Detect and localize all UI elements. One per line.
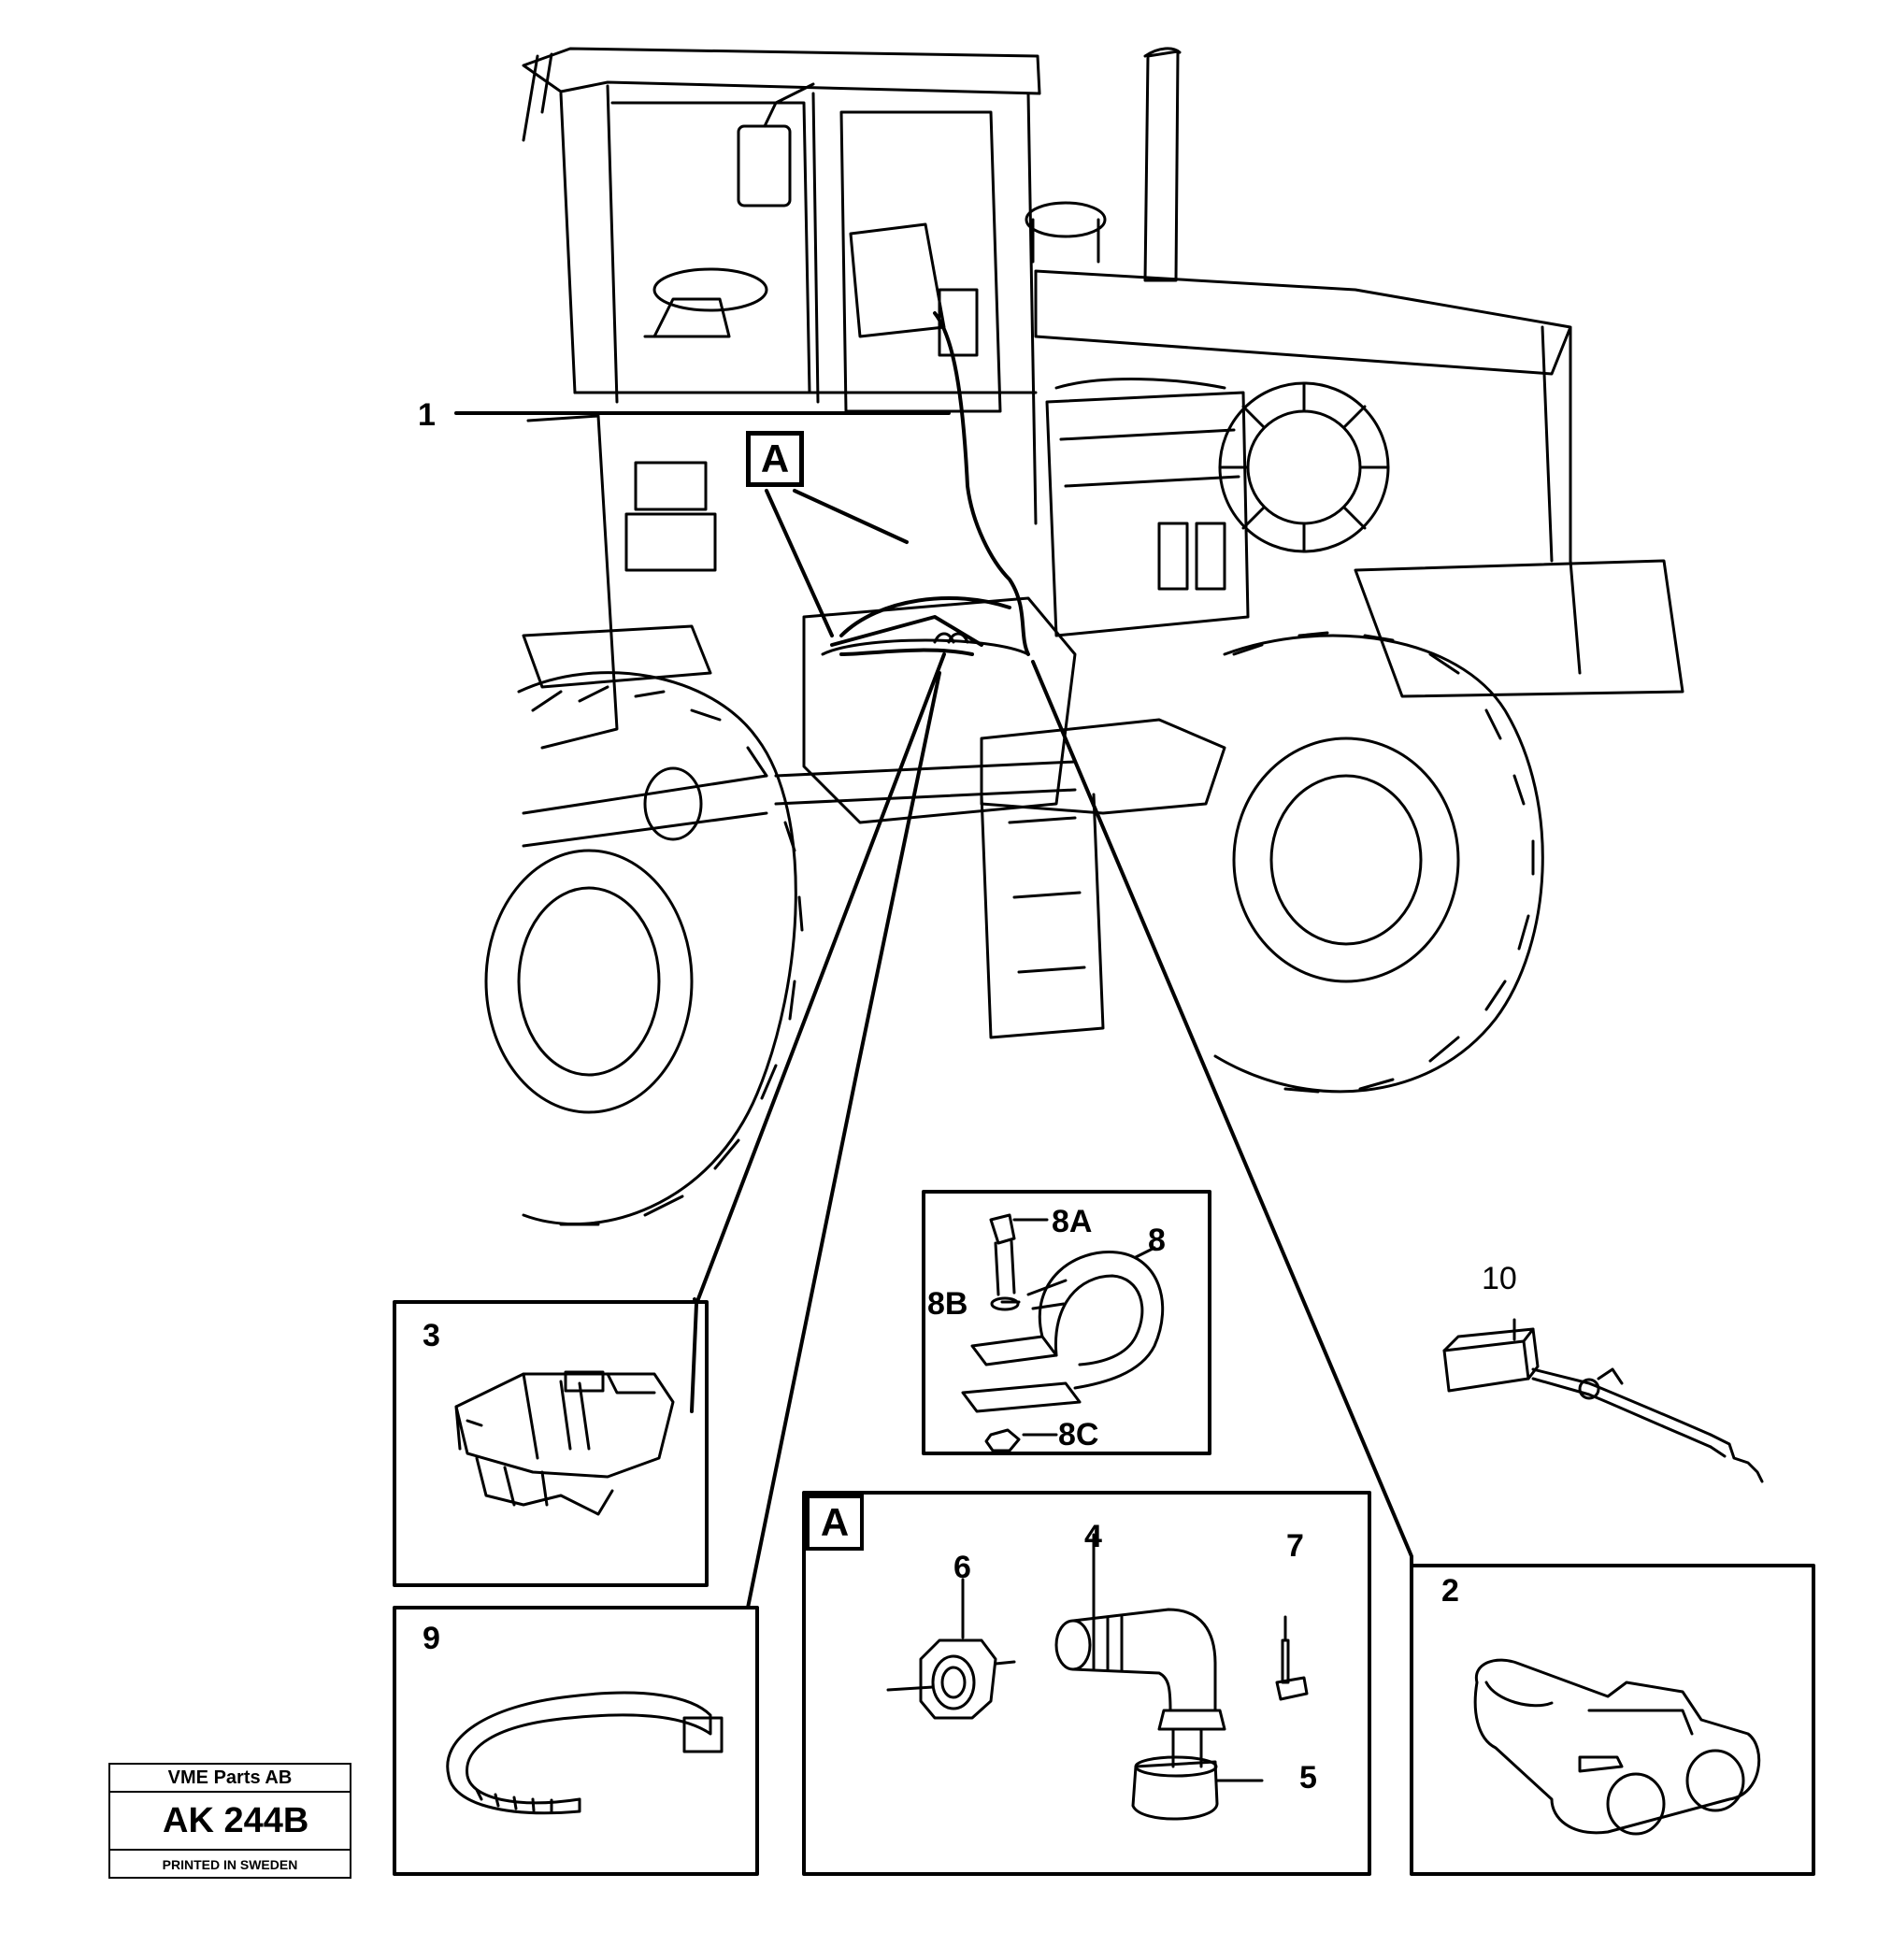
- wheel-loader-drawing: [484, 47, 1684, 1226]
- elbow-part-4: [1054, 1608, 1226, 1768]
- detail-box-2: [1410, 1564, 1815, 1876]
- callout-4: 4: [1084, 1519, 1102, 1554]
- stamp-printed: PRINTED IN SWEDEN: [162, 1857, 298, 1872]
- callout-1: 1: [418, 397, 436, 433]
- terminal-part-7: [1275, 1615, 1309, 1701]
- clamp-leaders: [1000, 1218, 1156, 1437]
- callout-3: 3: [423, 1318, 440, 1353]
- detail-box-3: [393, 1300, 709, 1587]
- callout-6: 6: [953, 1550, 971, 1585]
- detail-box-A: [802, 1491, 1371, 1876]
- sensor-cap-part-5: [1131, 1755, 1264, 1821]
- callout-A-main: A: [746, 431, 804, 487]
- callout-5: 5: [1299, 1760, 1317, 1795]
- detail-box-8: [922, 1190, 1211, 1455]
- nut-part-6: [886, 1638, 1016, 1720]
- callout-10: 10: [1482, 1261, 1517, 1296]
- stamp-code: AK 244B: [110, 1793, 350, 1851]
- title-stamp: VME Parts AB AK 244B PRINTED IN SWEDEN: [108, 1763, 351, 1879]
- stamp-company: VME Parts AB: [110, 1765, 350, 1793]
- connector-part-3: [454, 1370, 675, 1516]
- callout-2: 2: [1441, 1573, 1459, 1609]
- callout-8C: 8C: [1058, 1417, 1099, 1452]
- part-leaders-A: [961, 1533, 1096, 1639]
- callout-7: 7: [1286, 1528, 1304, 1564]
- cable-tie-part-9: [446, 1691, 724, 1815]
- plug-part-2: [1473, 1658, 1761, 1836]
- sensor-part-10: [1442, 1318, 1764, 1483]
- callout-8: 8: [1148, 1223, 1166, 1258]
- clamp-part-8: [961, 1213, 1165, 1452]
- callout-A-box: A: [806, 1495, 864, 1551]
- callout-9: 9: [423, 1621, 440, 1656]
- detail-box-9: [393, 1606, 759, 1876]
- callout-8A: 8A: [1052, 1204, 1093, 1239]
- callout-8B: 8B: [927, 1286, 968, 1322]
